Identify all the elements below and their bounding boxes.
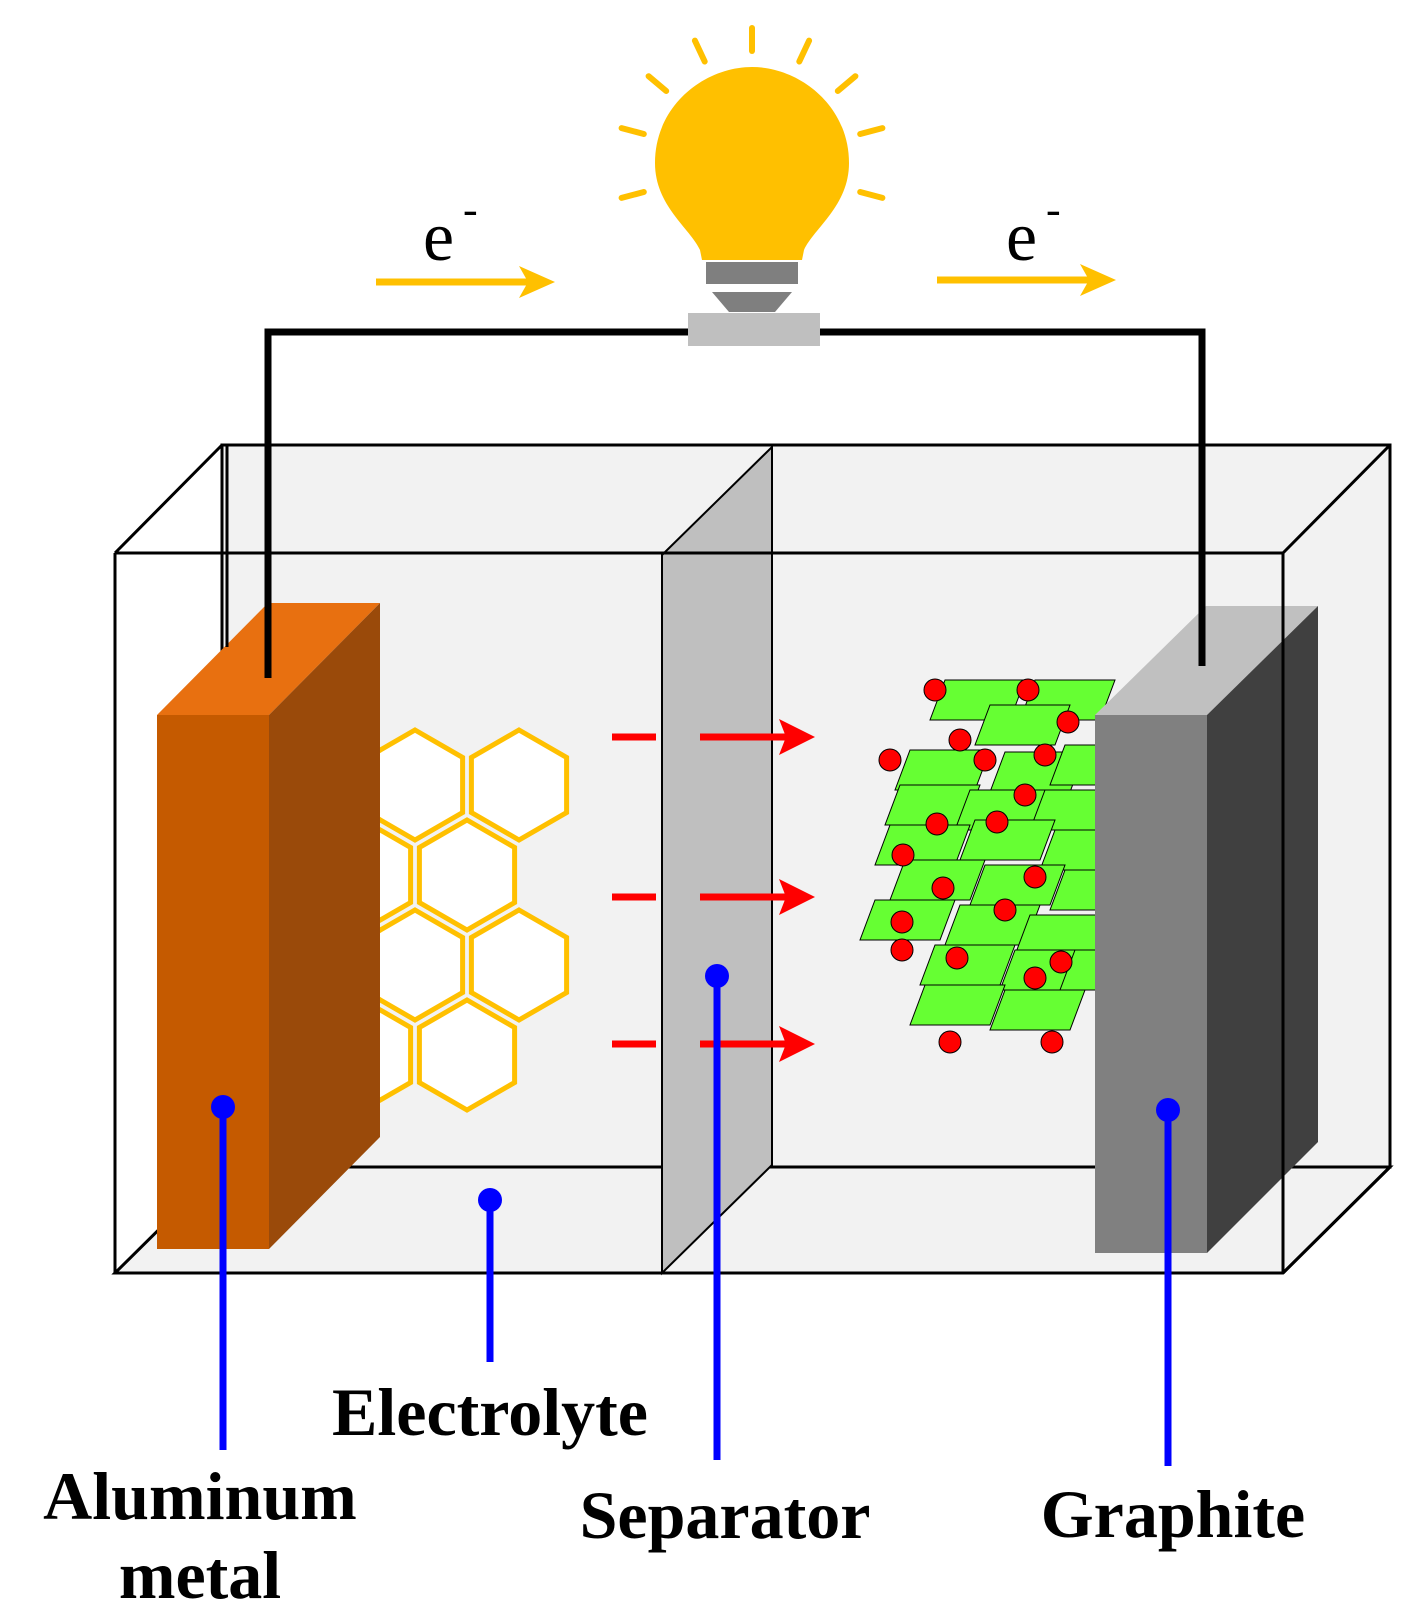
aluminum-ion: [890, 910, 914, 934]
aluminum-ion: [1033, 743, 1057, 767]
graphene-sheet: [969, 864, 1066, 906]
aluminum-anode-block: [157, 603, 380, 1249]
light-bulb-icon: [618, 25, 886, 346]
aluminum-ion: [1023, 865, 1047, 889]
label-metal: metal: [119, 1537, 281, 1613]
aluminum-ion: [948, 728, 972, 752]
aluminum-ion: [1049, 950, 1073, 974]
label-aluminum: Aluminum: [43, 1458, 357, 1534]
aluminum-ion: [993, 898, 1017, 922]
hexagon-cell: [364, 907, 466, 1023]
graphene-sheet: [959, 819, 1056, 861]
ion-arrow-head: [779, 719, 815, 755]
electron-symbol-left: e: [423, 199, 454, 276]
aluminum-ion: [938, 1030, 962, 1054]
aluminum-ion: [891, 843, 915, 867]
external-circuit-wire: [264, 328, 1206, 678]
container-front-frame: [113, 443, 1392, 1275]
aluminum-ion: [945, 946, 969, 970]
aluminum-ion: [1016, 678, 1040, 702]
aluminum-ion: [1056, 710, 1080, 734]
aluminum-ion: [925, 812, 949, 836]
intercalated-graphite-cluster: [859, 678, 1156, 1054]
light-ray: [857, 125, 886, 137]
electron-flow-left: e -: [376, 185, 555, 298]
aluminum-ion: [878, 748, 902, 772]
aluminum-ion: [1040, 1030, 1064, 1054]
separator-membrane: [661, 444, 773, 1276]
hexagon-cell: [468, 907, 570, 1023]
aluminum-ion: [923, 678, 947, 702]
electron-charge-right: -: [1046, 185, 1061, 234]
aluminum-ion: [985, 810, 1009, 834]
aluminum-ion: [973, 748, 997, 772]
graphene-sheet: [909, 984, 1006, 1026]
aluminum-ion: [1023, 966, 1047, 990]
aluminum-ion: [1013, 783, 1037, 807]
hexagon-cell: [468, 727, 570, 843]
light-ray: [796, 37, 813, 65]
ion-arrow-head: [779, 879, 815, 915]
label-electrolyte: Electrolyte: [332, 1374, 648, 1450]
hexagon-cell: [416, 817, 518, 933]
electron-symbol-right: e: [1006, 199, 1037, 276]
aluminum-ion: [890, 938, 914, 962]
graphite-cathode-block: [1095, 606, 1318, 1253]
leader-lines: [211, 964, 1180, 1466]
light-ray: [834, 73, 859, 94]
graphene-sheet: [974, 704, 1071, 746]
light-ray: [857, 189, 886, 201]
light-ray: [645, 73, 670, 94]
graphene-sheet: [989, 989, 1086, 1031]
graphene-sheet: [919, 944, 1016, 986]
light-ray: [618, 189, 647, 201]
light-ray: [691, 37, 708, 65]
light-bulb-rays: [618, 25, 886, 201]
hexagon-cell: [364, 727, 466, 843]
electron-flow-right: e -: [937, 185, 1116, 296]
label-graphite: Graphite: [1041, 1476, 1305, 1552]
hexagon-cell: [416, 997, 518, 1113]
aluminum-ion: [931, 876, 955, 900]
graphene-sheet: [874, 824, 971, 866]
label-separator: Separator: [580, 1477, 871, 1553]
ion-arrow-head: [779, 1026, 815, 1062]
light-ray: [618, 125, 647, 137]
electron-charge-left: -: [463, 185, 478, 234]
